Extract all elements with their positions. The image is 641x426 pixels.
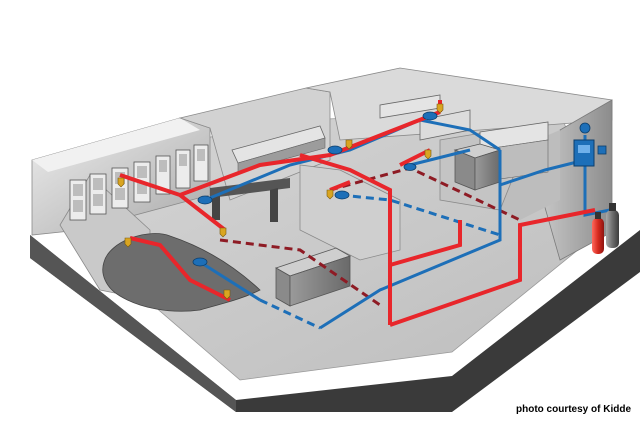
nozzle-icon bbox=[219, 227, 227, 238]
smoke-detectors bbox=[192, 111, 438, 267]
nozzle-icon bbox=[124, 237, 132, 248]
smoke-detector-icon bbox=[197, 195, 213, 205]
agent-cylinder-icon bbox=[606, 203, 619, 248]
equipment-box-rear bbox=[453, 143, 502, 191]
nozzle-icon bbox=[117, 177, 125, 188]
dashed-piping-blue bbox=[259, 193, 501, 330]
nozzle-icon bbox=[223, 289, 231, 300]
smoke-detector-icon bbox=[327, 145, 343, 155]
nozzle-icon bbox=[345, 139, 353, 150]
smoke-detector-icon bbox=[403, 163, 417, 171]
smoke-detector-icon bbox=[422, 111, 438, 121]
building-base bbox=[30, 230, 640, 412]
discharge-nozzles bbox=[117, 103, 444, 300]
smoke-detector-icon bbox=[334, 190, 350, 200]
control-panel bbox=[573, 122, 607, 167]
agent-cylinder-icon bbox=[592, 212, 604, 254]
smoke-detector-icon bbox=[192, 257, 208, 267]
nozzle-icon bbox=[326, 189, 334, 200]
agent-cylinders bbox=[592, 203, 619, 254]
equipment-box-front bbox=[275, 247, 351, 307]
photo-credit: photo courtesy of Kidde bbox=[516, 404, 631, 415]
nozzle-icon bbox=[436, 103, 444, 114]
nozzle-icon bbox=[424, 149, 432, 160]
